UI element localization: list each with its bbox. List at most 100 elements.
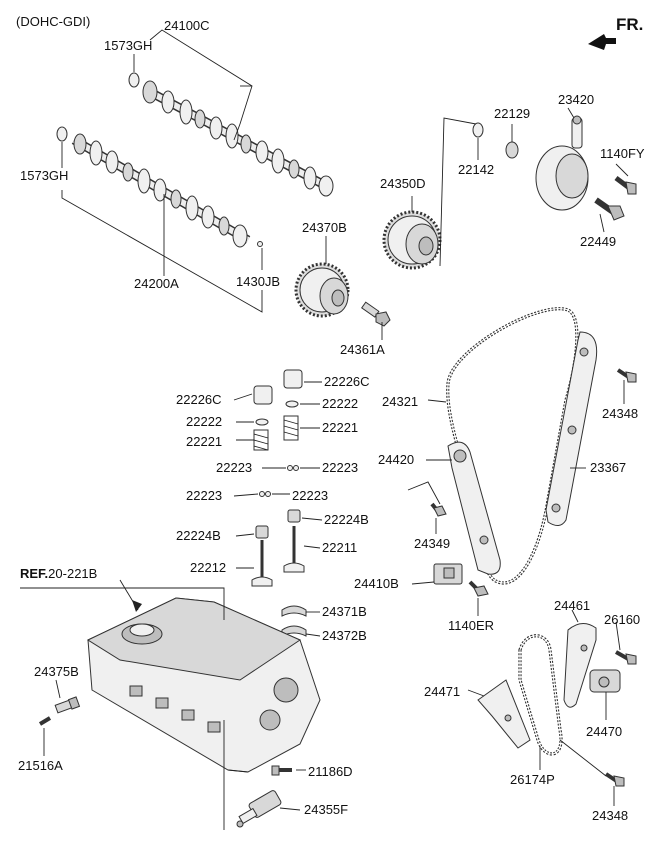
- tappet-right: [283, 369, 303, 389]
- tensioner-arm-24420: [447, 441, 501, 575]
- part-label-22222-left: 22222: [186, 414, 222, 429]
- part-label-22449: 22449: [580, 234, 616, 249]
- cylinder-head: [86, 597, 321, 773]
- bolt-24361A: [361, 301, 391, 327]
- vacuum-pump: [535, 115, 589, 211]
- ref-label: REF.20-221B: [20, 566, 97, 581]
- bolt-22449: [594, 197, 625, 221]
- part-label-1573GH-upper: 1573GH: [104, 38, 152, 53]
- part-label-24370B: 24370B: [302, 220, 347, 235]
- cotter-b: [293, 465, 299, 471]
- part-label-24375B: 24375B: [34, 664, 79, 679]
- part-label-24100C: 24100C: [164, 18, 210, 33]
- part-label-24200A: 24200A: [134, 276, 179, 291]
- cotter-a: [287, 465, 293, 471]
- bolt-24348-upper: [616, 368, 637, 383]
- bolt-24348-lower: [604, 772, 625, 787]
- part-label-23367: 23367: [590, 460, 626, 475]
- camshaft-lower: [71, 133, 251, 248]
- bolt-21186D: [271, 765, 292, 776]
- tappet-left: [253, 385, 273, 405]
- retainer-left: [255, 418, 269, 426]
- o-ring-22142: [472, 122, 484, 138]
- part-label-24321: 24321: [382, 394, 418, 409]
- tensioner-24470: [589, 669, 621, 693]
- part-label-22142: 22142: [458, 162, 494, 177]
- part-label-22211: 22211: [322, 540, 357, 555]
- part-label-22223-c: 22223: [186, 488, 222, 503]
- part-label-22221-right: 22221: [322, 420, 358, 435]
- plug-upper: [128, 72, 140, 88]
- part-label-24470: 24470: [586, 724, 622, 739]
- leader-lines: [20, 29, 629, 811]
- front-arrow-icon: [588, 34, 616, 50]
- part-label-24348-upper: 24348: [602, 406, 638, 421]
- cvvt-sprocket-intake: [382, 210, 442, 270]
- retainer-right: [285, 400, 299, 408]
- ref-code: 20-221B: [48, 566, 97, 581]
- bolt-21516A: [38, 716, 52, 726]
- cotter-d: [265, 491, 271, 497]
- cvvt-sprocket-exhaust: [294, 262, 350, 318]
- stem-seal-right: [287, 509, 301, 523]
- part-label-1140FY: 1140FY: [600, 146, 645, 161]
- part-label-24410B: 24410B: [354, 576, 399, 591]
- part-label-22222-right: 22222: [322, 396, 358, 411]
- engine-type-label: (DOHC-GDI): [16, 14, 90, 29]
- part-label-22224B-right: 22224B: [324, 512, 369, 527]
- chain-guide-24461: [563, 623, 597, 708]
- part-label-22223-a: 22223: [216, 460, 252, 475]
- part-label-22226C-right: 22226C: [324, 374, 370, 389]
- bolt-1140FY: [614, 176, 637, 195]
- valve-exhaust: [283, 526, 305, 573]
- bolt-26160: [615, 650, 637, 665]
- chain-guide-24471: [477, 679, 531, 749]
- part-label-22224B-left: 22224B: [176, 528, 221, 543]
- oil-pump-chain-26174P: [518, 634, 563, 756]
- dowel-pin: [257, 241, 263, 247]
- chain-tensioner-24410B: [433, 563, 463, 585]
- part-label-1140ER: 1140ER: [448, 618, 494, 633]
- camshaft-upper: [142, 80, 334, 197]
- part-label-1430JB: 1430JB: [236, 274, 280, 289]
- part-label-24355F: 24355F: [304, 802, 348, 817]
- cotter-c: [259, 491, 265, 497]
- coupling-22129: [505, 141, 519, 159]
- bearing-upper: [281, 605, 307, 617]
- valve-intake: [251, 540, 273, 587]
- part-label-24372B: 24372B: [322, 628, 367, 643]
- part-label-21186D: 21186D: [308, 764, 353, 779]
- ocv-24355F: [236, 790, 282, 828]
- part-label-24420: 24420: [378, 452, 414, 467]
- part-label-24350D: 24350D: [380, 176, 426, 191]
- stem-seal-left: [255, 525, 269, 539]
- part-label-24471: 24471: [424, 684, 460, 699]
- part-label-23420: 23420: [558, 92, 594, 107]
- part-label-26160: 26160: [604, 612, 640, 627]
- part-label-22223-d: 22223: [292, 488, 328, 503]
- chain-guide-23367: [545, 331, 598, 526]
- part-label-22221-left: 22221: [186, 434, 222, 449]
- part-label-22223-b: 22223: [322, 460, 358, 475]
- part-label-21516A: 21516A: [18, 758, 63, 773]
- ref-prefix: REF.: [20, 566, 48, 581]
- bolt-24349: [430, 502, 447, 517]
- part-label-1573GH-lower: 1573GH: [20, 168, 68, 183]
- plug-lower: [56, 126, 68, 142]
- part-label-22129: 22129: [494, 106, 530, 121]
- part-label-24361A: 24361A: [340, 342, 385, 357]
- part-label-24461: 24461: [554, 598, 590, 613]
- part-label-24348-lower: 24348: [592, 808, 628, 823]
- front-direction-label: FR.: [616, 15, 643, 34]
- valve-spring-right: [283, 415, 299, 441]
- oil-control-valve-24375B: [54, 696, 81, 714]
- part-label-24371B: 24371B: [322, 604, 367, 619]
- part-label-24349: 24349: [414, 536, 450, 551]
- valve-spring-left: [253, 429, 269, 451]
- part-label-26174P: 26174P: [510, 772, 555, 787]
- part-label-22212: 22212: [190, 560, 226, 575]
- part-label-22226C-left: 22226C: [176, 392, 222, 407]
- bolt-1140ER: [468, 580, 489, 597]
